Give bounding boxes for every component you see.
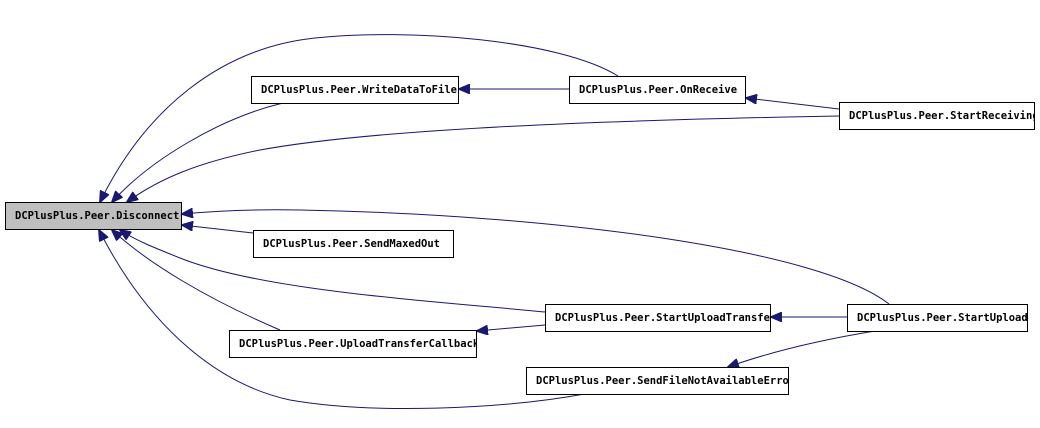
edge-start-upload-transfer-to-disconnect bbox=[120, 230, 546, 313]
edge-write-data-to-file-to-disconnect bbox=[112, 102, 284, 202]
node-start-receiving[interactable]: DCPlusPlus.Peer.StartReceiving bbox=[839, 102, 1035, 130]
edge-upload-transfer-callback-to-disconnect bbox=[112, 230, 281, 331]
edge-send-file-not-available-error-to-disconnect bbox=[99, 230, 591, 409]
node-write-data-to-file[interactable]: DCPlusPlus.Peer.WriteDataToFile bbox=[251, 76, 459, 104]
edge-on-receive-to-disconnect bbox=[100, 34, 619, 202]
node-disconnect[interactable]: DCPlusPlus.Peer.Disconnect bbox=[5, 202, 182, 230]
node-start-upload-transfer[interactable]: DCPlusPlus.Peer.StartUploadTransfer bbox=[545, 304, 771, 332]
node-start-upload[interactable]: DCPlusPlus.Peer.StartUpload bbox=[847, 304, 1028, 332]
node-upload-transfer-callback[interactable]: DCPlusPlus.Peer.UploadTransferCallback bbox=[229, 330, 477, 358]
node-send-file-not-available-error[interactable]: DCPlusPlus.Peer.SendFileNotAvailableErro… bbox=[526, 367, 789, 395]
edge-start-upload-transfer-to-upload-transfer-callback bbox=[477, 324, 546, 331]
node-on-receive[interactable]: DCPlusPlus.Peer.OnReceive bbox=[569, 76, 746, 104]
node-send-maxed-out[interactable]: DCPlusPlus.Peer.SendMaxedOut bbox=[253, 230, 454, 258]
edge-start-upload-to-send-file-not-available-error bbox=[728, 330, 876, 367]
edge-start-receiving-to-on-receive bbox=[746, 98, 840, 110]
edge-send-maxed-out-to-disconnect bbox=[182, 225, 254, 234]
edge-start-receiving-to-disconnect bbox=[127, 115, 840, 202]
edge-start-upload-to-disconnect bbox=[182, 210, 890, 305]
